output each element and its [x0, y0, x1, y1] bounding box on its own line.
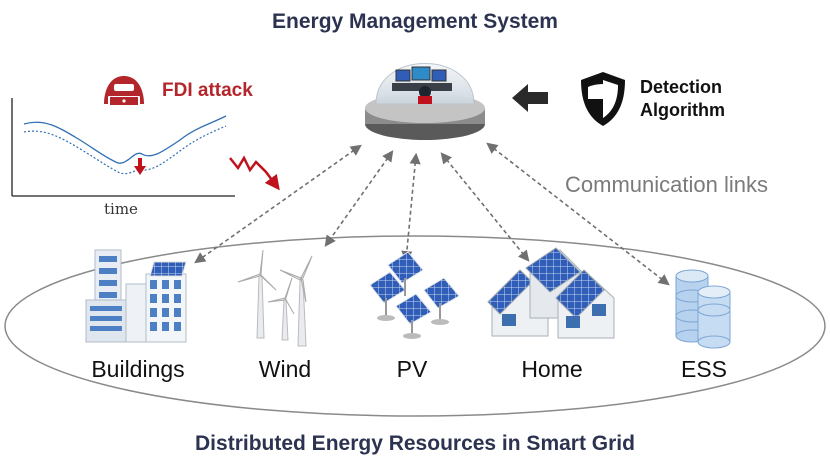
signal-drop-arrow-icon [134, 166, 146, 175]
hacker-icon [104, 76, 144, 106]
resource-label-buildings: Buildings [91, 356, 185, 382]
normal-signal-line [23, 115, 227, 164]
communication-links [194, 142, 670, 286]
wind-turbine-icon [237, 249, 313, 347]
attack-injection-arrow [229, 155, 280, 191]
house-icon [487, 247, 615, 339]
attack-time-series-plot [11, 98, 235, 197]
page-title: Energy Management System [272, 10, 558, 33]
time-axis-label: time [104, 200, 138, 218]
link-home [440, 152, 530, 262]
link-buildings [194, 144, 362, 264]
resource-label-ess: ESS [680, 356, 728, 382]
resource-label-home: Home [521, 356, 583, 382]
detection-arrow-icon [512, 84, 548, 112]
attacked-signal-line [23, 125, 227, 175]
link-ess [486, 142, 670, 286]
detection-algorithm-label: Detection Algorithm [640, 76, 725, 122]
detection-label-line1: Detection [640, 77, 723, 97]
shield-icon [581, 72, 625, 126]
detection-label-line2: Algorithm [640, 100, 725, 120]
solar-panel-icon [369, 251, 460, 339]
resource-label-pv: PV [396, 356, 428, 382]
resource-label-wind: Wind [258, 356, 312, 382]
battery-storage-icon [675, 269, 731, 349]
subtitle-der: Distributed Energy Resources in Smart Gr… [195, 432, 635, 455]
buildings-icon [85, 249, 187, 343]
link-wind [324, 150, 394, 247]
ems-control-room-icon [365, 63, 485, 140]
fdi-attack-label: FDI attack [162, 80, 253, 101]
link-pv [401, 152, 421, 263]
communication-links-label: Communication links [565, 172, 768, 197]
